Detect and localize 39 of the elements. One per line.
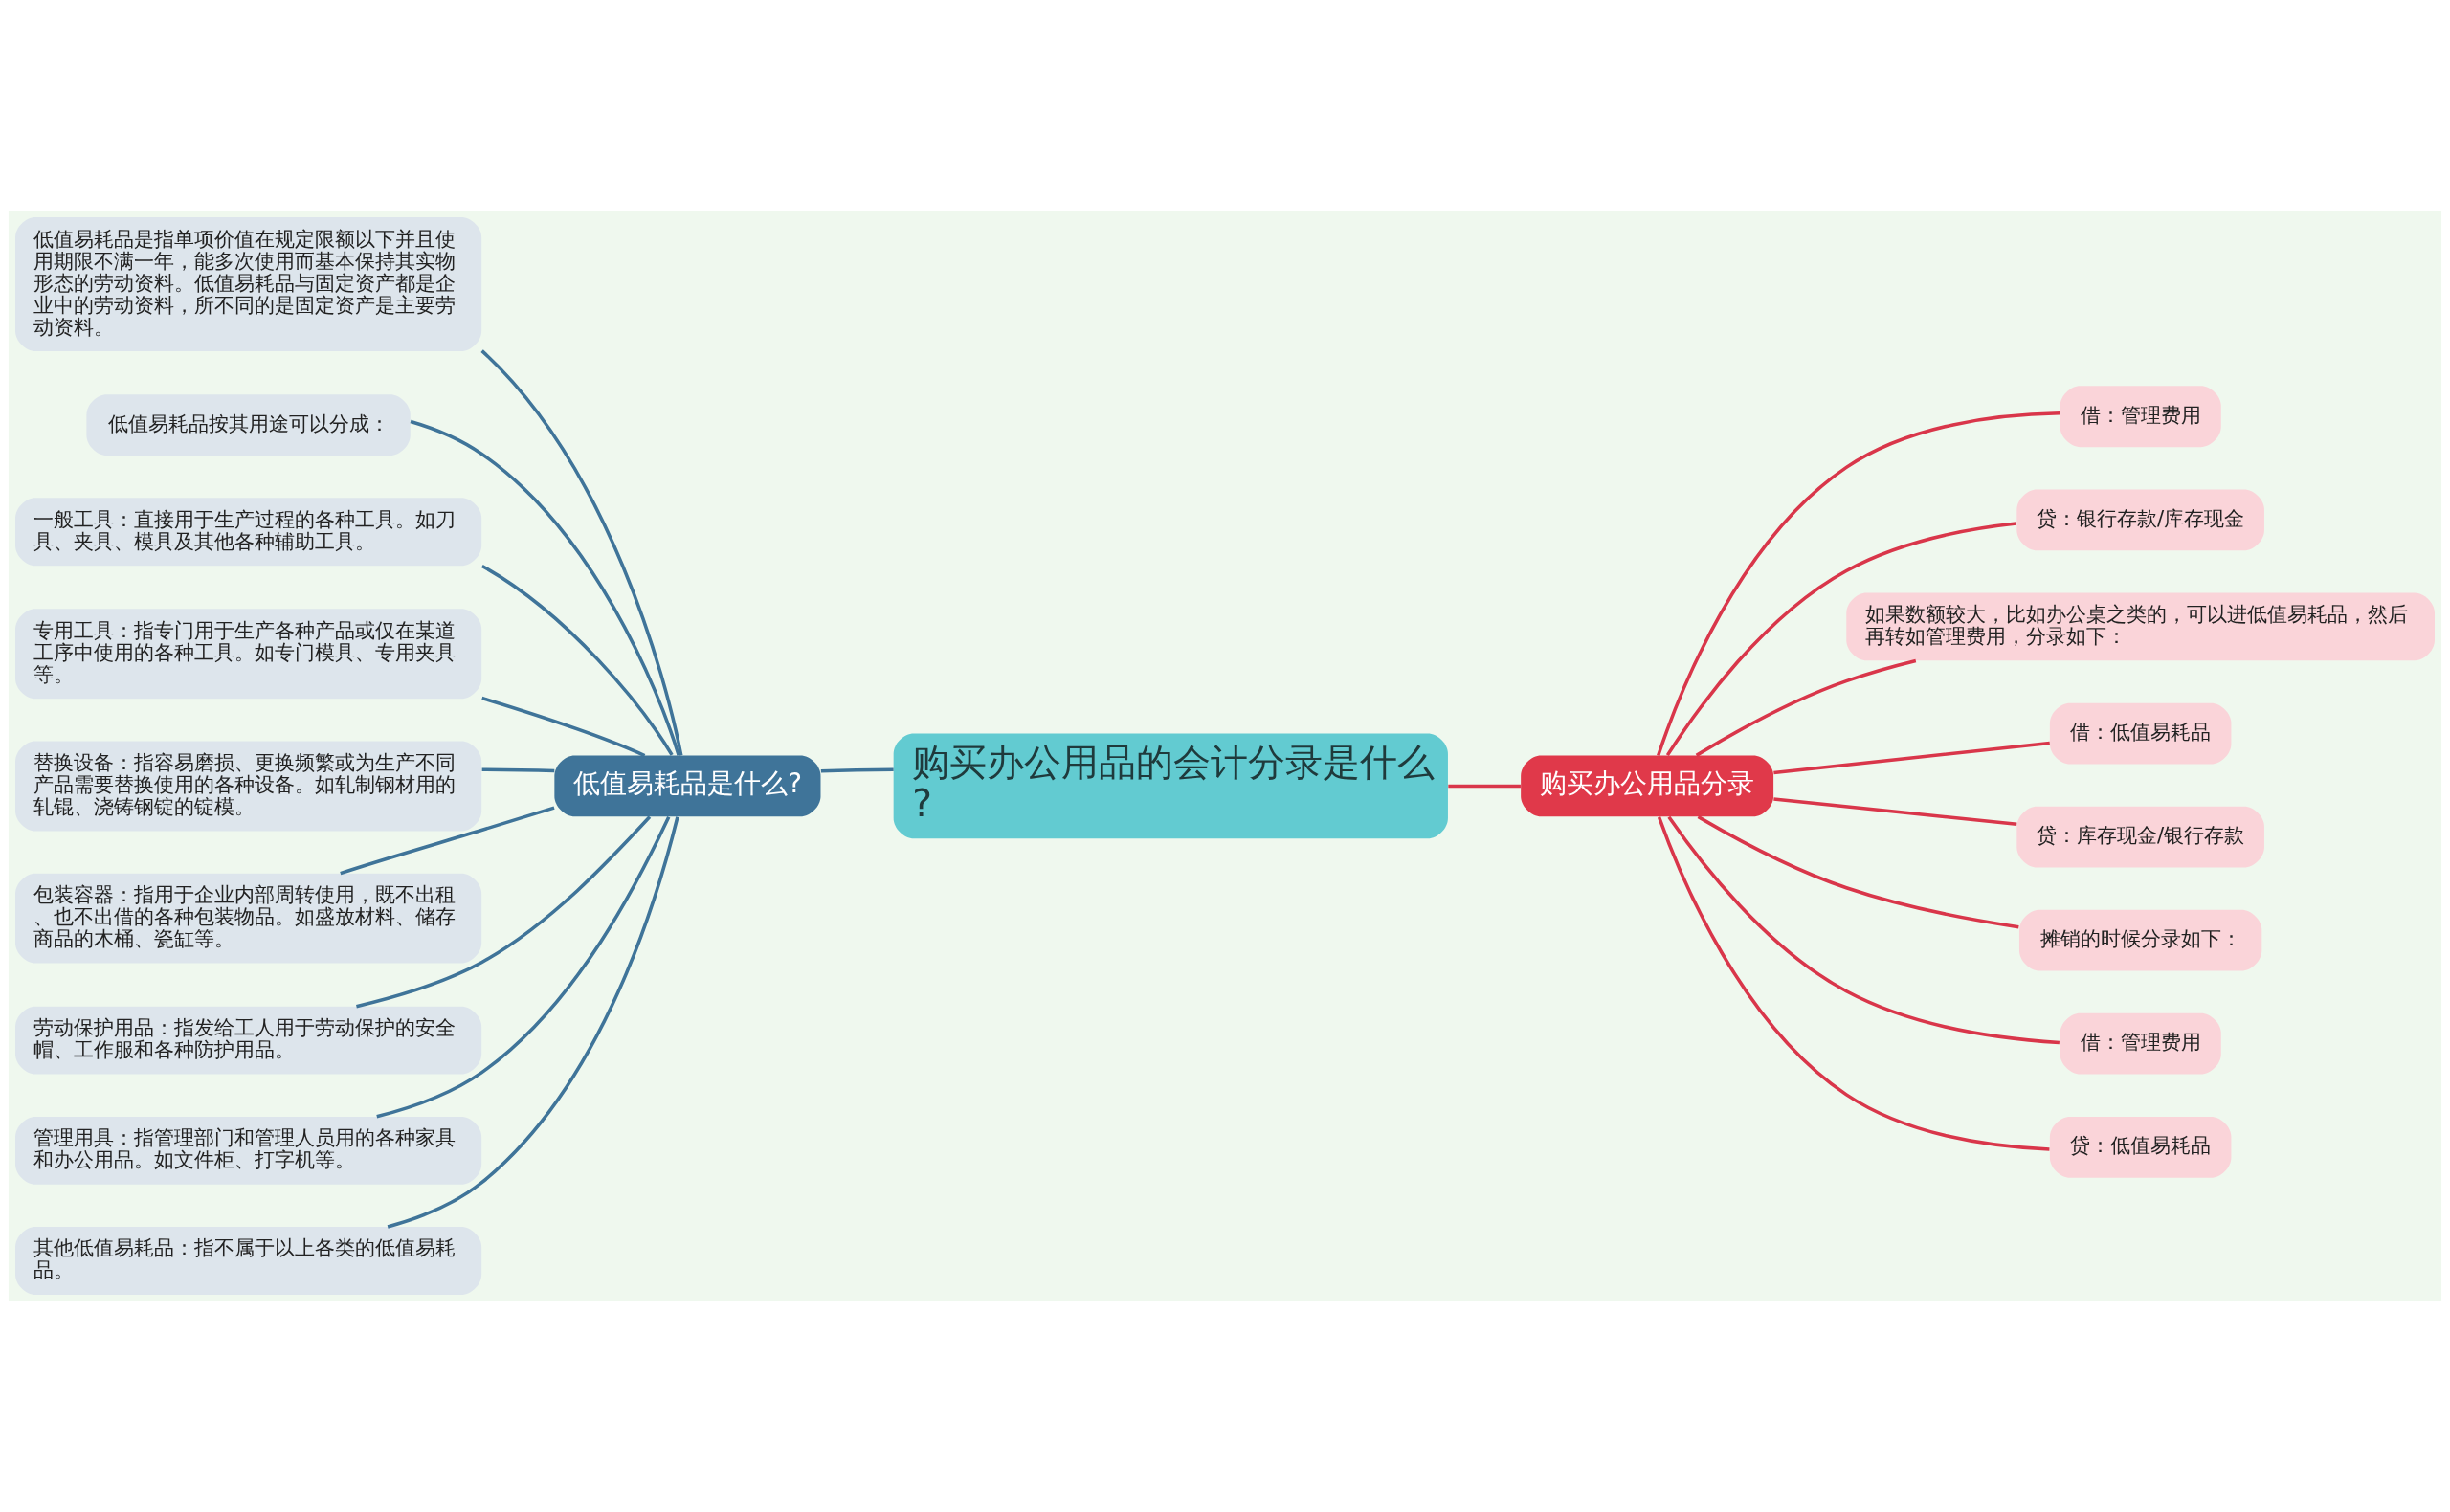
node-box: 低值易耗品是什么? bbox=[554, 755, 821, 817]
node-box: 购买办公用品的会计分录是什么? bbox=[893, 733, 1448, 839]
connector bbox=[1657, 411, 2060, 757]
node-box: 摊销的时候分录如下： bbox=[2019, 909, 2262, 971]
node-box: 劳动保护用品：指发给工人用于劳动保护的安全帽、工作服和各种防护用品。 bbox=[15, 1006, 482, 1075]
node-box: 专用工具：指专门用于生产各种产品或仅在某道工序中使用的各种工具。如专门模具、专用夹具等。 bbox=[15, 609, 482, 700]
connector bbox=[820, 767, 894, 773]
connector bbox=[1667, 815, 2060, 1045]
connector bbox=[1448, 784, 1521, 789]
connector bbox=[356, 815, 652, 1009]
connector bbox=[1657, 816, 2050, 1151]
connector bbox=[481, 767, 555, 773]
node-box: 借：管理费用 bbox=[2060, 386, 2221, 448]
connector bbox=[480, 565, 674, 756]
node-box: 借：低值易耗品 bbox=[2049, 702, 2232, 765]
node-box: 贷：银行存款/库存现金 bbox=[2016, 489, 2264, 551]
node-box: 管理用具：指管理部门和管理人员用的各种家具和办公用品。如文件柜、打字机等。 bbox=[15, 1116, 482, 1185]
node-box: 替换设备：指容易磨损、更换频繁或为生产不同产品需要替换使用的各种设备。如轧制钢材用的轧锟、浇铸钢锭的锭模。 bbox=[15, 741, 482, 832]
node-box: 包装容器：指用于企业内部周转使用，既不出租、也不出借的各种包装物品。如盛放材料、储存商品的木桶、瓷缸等。 bbox=[15, 873, 482, 964]
connector bbox=[1697, 814, 2019, 929]
node-box: 低值易耗品按其用途可以分成： bbox=[86, 394, 411, 456]
connector bbox=[1773, 797, 2017, 827]
connector bbox=[340, 806, 555, 876]
connector bbox=[481, 696, 646, 758]
connector bbox=[387, 816, 679, 1229]
node-box: 低值易耗品是指单项价值在规定限额以下并且使用期限不满一年，能多次使用而基本保持其实物形态的劳动资料。低值易耗品与固定资产都是企业中的劳动资料，所不同的是固定资产是主要劳动资料。 bbox=[15, 217, 482, 352]
connector bbox=[1773, 741, 2050, 775]
connector bbox=[1695, 658, 1917, 757]
node-box: 其他低值易耗品：指不属于以上各类的低值易耗品。 bbox=[15, 1227, 482, 1295]
node-box: 贷：低值易耗品 bbox=[2049, 1116, 2232, 1178]
node-box: 贷：库存现金/银行存款 bbox=[2016, 806, 2264, 868]
node-box: 借：管理费用 bbox=[2060, 1012, 2221, 1075]
node-box: 一般工具：直接用于生产过程的各种工具。如刀具、夹具、模具及其他各种辅助工具。 bbox=[15, 498, 482, 567]
node-box: 如果数额较大，比如办公桌之类的，可以进低值易耗品，然后再转如管理费用，分录如下： bbox=[1846, 592, 2435, 661]
node-box: 购买办公用品分录 bbox=[1521, 755, 1774, 817]
connector bbox=[480, 349, 683, 756]
connector bbox=[376, 816, 671, 1119]
connector bbox=[1665, 522, 2017, 757]
connector bbox=[410, 419, 680, 756]
